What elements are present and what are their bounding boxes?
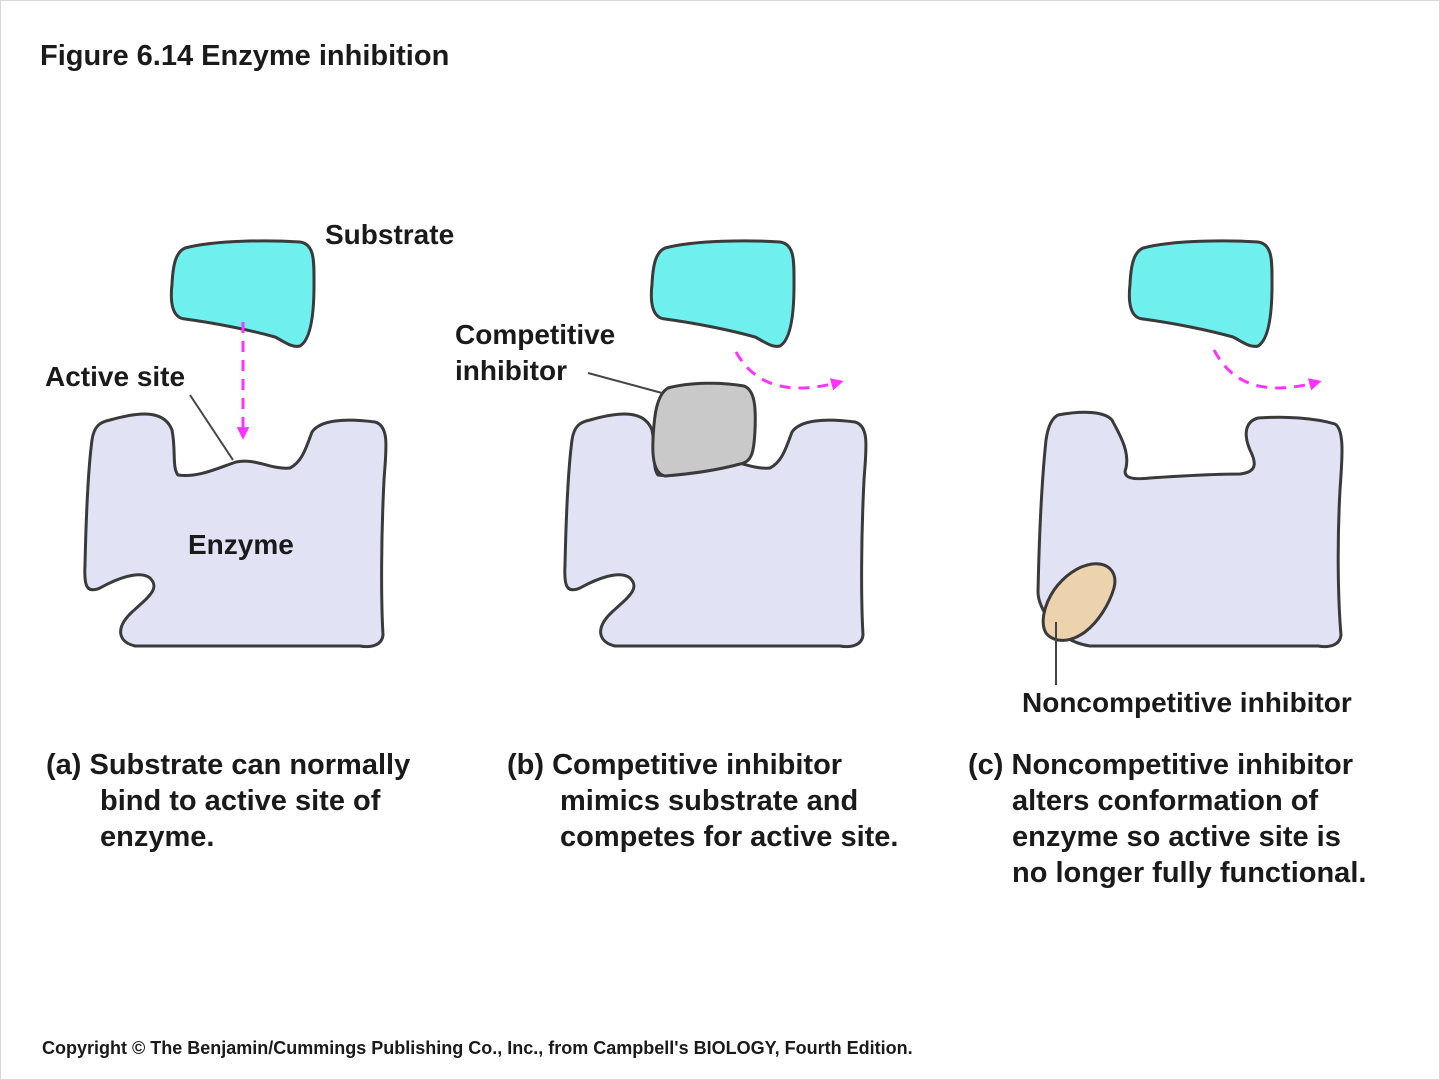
caption-a-line-1: (a) Substrate can normally (46, 749, 410, 781)
caption-a-line-2: bind to active site of (100, 785, 381, 817)
substrate-shape-c (1127, 239, 1274, 348)
deflected-arrow-c (1212, 349, 1322, 391)
panel-c: Noncompetitive inhibitor (c) Noncompetit… (968, 239, 1366, 889)
caption-b-line-1: (b) Competitive inhibitor (507, 749, 842, 781)
caption-c-line-2: alters conformation of (1012, 785, 1318, 817)
caption-c-line-1: (c) Noncompetitive inhibitor (968, 749, 1353, 781)
substrate-shape-a (169, 239, 316, 348)
panel-b: Competitive inhibitor (b) Competitive in… (455, 239, 898, 853)
copyright-notice: Copyright © The Benjamin/Cummings Publis… (42, 1038, 913, 1058)
competitive-inhibitor-label-line-1: Competitive (455, 319, 615, 350)
figure-title: Figure 6.14 Enzyme inhibition (40, 40, 449, 72)
substrate-label: Substrate (325, 219, 454, 250)
active-site-label: Active site (45, 361, 185, 392)
active-site-pointer (189, 394, 234, 461)
caption-b-line-3: competes for active site. (560, 821, 898, 853)
panel-a: Substrate Active site Enzyme (a) Substra… (45, 219, 454, 853)
caption-c-line-4: no longer fully functional. (1012, 857, 1366, 889)
caption-b-line-2: mimics substrate and (560, 785, 858, 817)
competitive-inhibitor-label-line-2: inhibitor (455, 355, 567, 386)
substrate-shape-b (649, 239, 796, 348)
caption-c-line-3: enzyme so active site is (1012, 821, 1341, 853)
enzyme-shape-a (83, 412, 388, 649)
noncompetitive-inhibitor-shape (1041, 562, 1117, 642)
noncompetitive-inhibitor-label: Noncompetitive inhibitor (1022, 687, 1352, 718)
caption-a-line-3: enzyme. (100, 821, 214, 853)
competitive-inhibitor-shape (651, 381, 757, 478)
deflected-arrow-b (734, 351, 844, 391)
competitive-inhibitor-pointer (587, 372, 663, 394)
enzyme-label: Enzyme (188, 529, 294, 560)
